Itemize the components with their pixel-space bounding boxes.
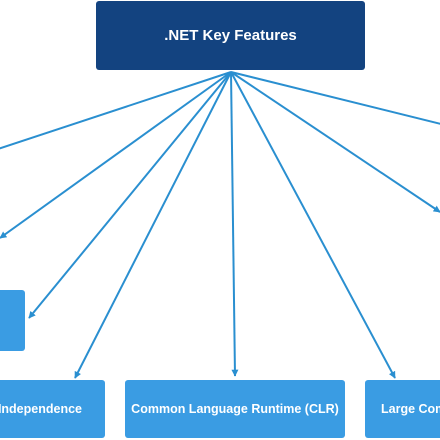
edge-to-clr [230,71,239,377]
root-node[interactable]: .NET Key Features [96,1,365,70]
root-node-label: .NET Key Features [164,26,297,44]
edge-to-mid-node [28,71,232,319]
edge-to-offscreen-left-top [0,71,232,150]
edge-to-offscreen-left [0,71,232,239]
child-node-clr-label: Common Language Runtime (CLR) [131,401,339,416]
child-node-large-community[interactable]: Large Community [365,380,440,438]
child-node-platform-independence[interactable]: Platform Independence [0,380,105,438]
edge-to-platform-independence [74,71,232,379]
child-node-large-label: Large Community [381,401,440,416]
edge-to-large-community [230,71,396,379]
edge-to-offscreen-right-top [230,71,440,125]
child-node-clr[interactable]: Common Language Runtime (CLR) [125,380,345,438]
edge-to-offscreen-right [230,71,440,213]
child-node-mid[interactable] [0,290,25,351]
child-node-platform-label: Platform Independence [0,401,82,416]
